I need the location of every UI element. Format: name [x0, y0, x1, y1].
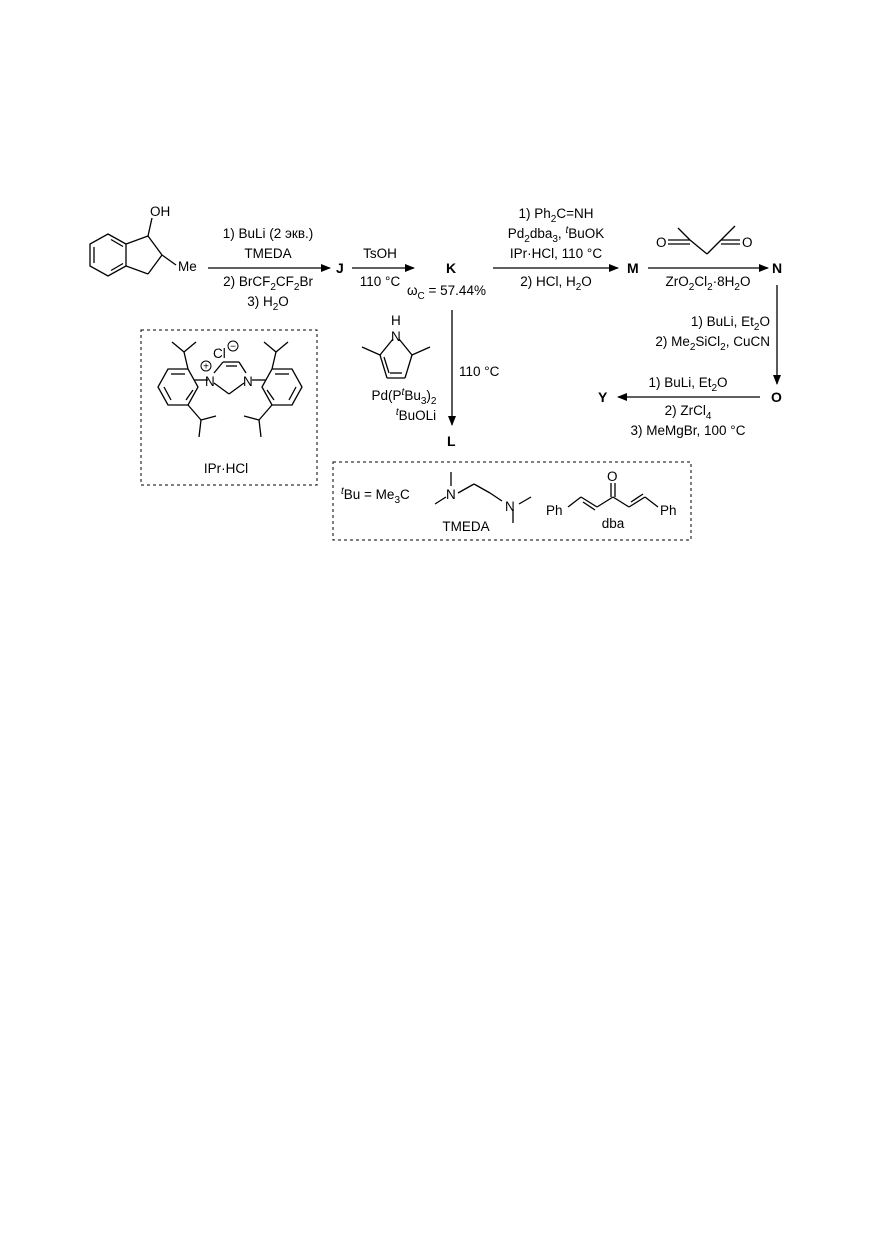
dba-structure — [567, 483, 659, 511]
pyrrole-nitrogen: N — [391, 329, 401, 344]
ketone-oxygen-1: O — [656, 235, 667, 250]
dba-caption: dba — [602, 516, 625, 531]
step-7-temperature: 110 °C — [459, 364, 500, 379]
step-5-reagent-2: 2) Me2SiCl2, CuCN — [655, 334, 770, 353]
dimethylpyrrole-structure — [361, 338, 431, 379]
start-indanol-structure — [89, 217, 177, 277]
tmeda-nitrogen-1: N — [446, 487, 456, 502]
dba-phenyl-1: Ph — [546, 503, 563, 518]
tbu-definition: tBu = Me3C — [341, 486, 410, 506]
positive-charge-icon: + — [203, 362, 209, 373]
k-carbon-fraction: ωC = 57.44% — [407, 283, 486, 302]
abbreviation-legend-box — [332, 461, 692, 541]
step-6-reagent-1: 1) BuLi, Et2O — [648, 375, 727, 394]
pyrrole-hydrogen: H — [391, 313, 401, 328]
step-2-reagent: TsOH — [363, 246, 397, 261]
methyl-label: Me — [178, 259, 197, 274]
ipr-hcl-structure — [157, 340, 303, 438]
compound-M: M — [627, 260, 639, 276]
tmeda-structure — [434, 472, 532, 523]
step-7-catalyst: Pd(PtBu3)2 — [372, 387, 437, 407]
step-6-reagent-2: 2) ZrCl4 — [665, 403, 712, 422]
step-1-reagent-2: TMEDA — [244, 246, 291, 261]
step-6-reagent-3: 3) MeMgBr, 100 °C — [631, 423, 746, 438]
step-3-reagent-3: IPr·HCl, 110 °C — [510, 246, 602, 261]
compound-J: J — [336, 260, 344, 276]
imidazolium-nitrogen-1: N — [205, 374, 215, 389]
step-2-conditions: 110 °C — [360, 274, 401, 289]
step-1-reagent-3: 2) BrCF2CF2Br — [223, 274, 313, 293]
step-3-reagent-2: Pd2dba3, tBuOK — [508, 225, 605, 245]
step-3-reagent-1: 1) Ph2C=NH — [519, 206, 594, 225]
tmeda-caption: TMEDA — [442, 519, 489, 534]
hydroxyl-label: OH — [150, 204, 170, 219]
ketone-oxygen-2: O — [742, 235, 753, 250]
dba-carbonyl-oxygen: O — [607, 469, 618, 484]
step-3-reagent-4: 2) HCl, H2O — [520, 274, 592, 293]
compound-N: N — [772, 260, 782, 276]
ipr-hcl-box — [140, 329, 318, 486]
ipr-hcl-caption: IPr·HCl — [204, 461, 248, 476]
compound-K: K — [446, 260, 456, 276]
dba-phenyl-2: Ph — [660, 503, 677, 518]
step-4-catalyst: ZrO2Cl2·8H2O — [666, 274, 751, 293]
step-1-reagent-4: 3) H2O — [247, 294, 289, 313]
negative-charge-icon: − — [230, 342, 236, 353]
compound-L: L — [447, 433, 456, 449]
compound-O: O — [771, 389, 782, 405]
step-5-reagent-1: 1) BuLi, Et2O — [691, 314, 770, 333]
step-7-base: tBuOLi — [396, 407, 436, 423]
hexanedione-structure — [668, 225, 740, 255]
step-1-reagent-1: 1) BuLi (2 экв.) — [223, 226, 314, 241]
compound-Y: Y — [598, 389, 608, 405]
imidazolium-nitrogen-2: N — [243, 374, 253, 389]
tmeda-nitrogen-2: N — [505, 499, 515, 514]
chloride-label: Cl — [213, 346, 226, 361]
